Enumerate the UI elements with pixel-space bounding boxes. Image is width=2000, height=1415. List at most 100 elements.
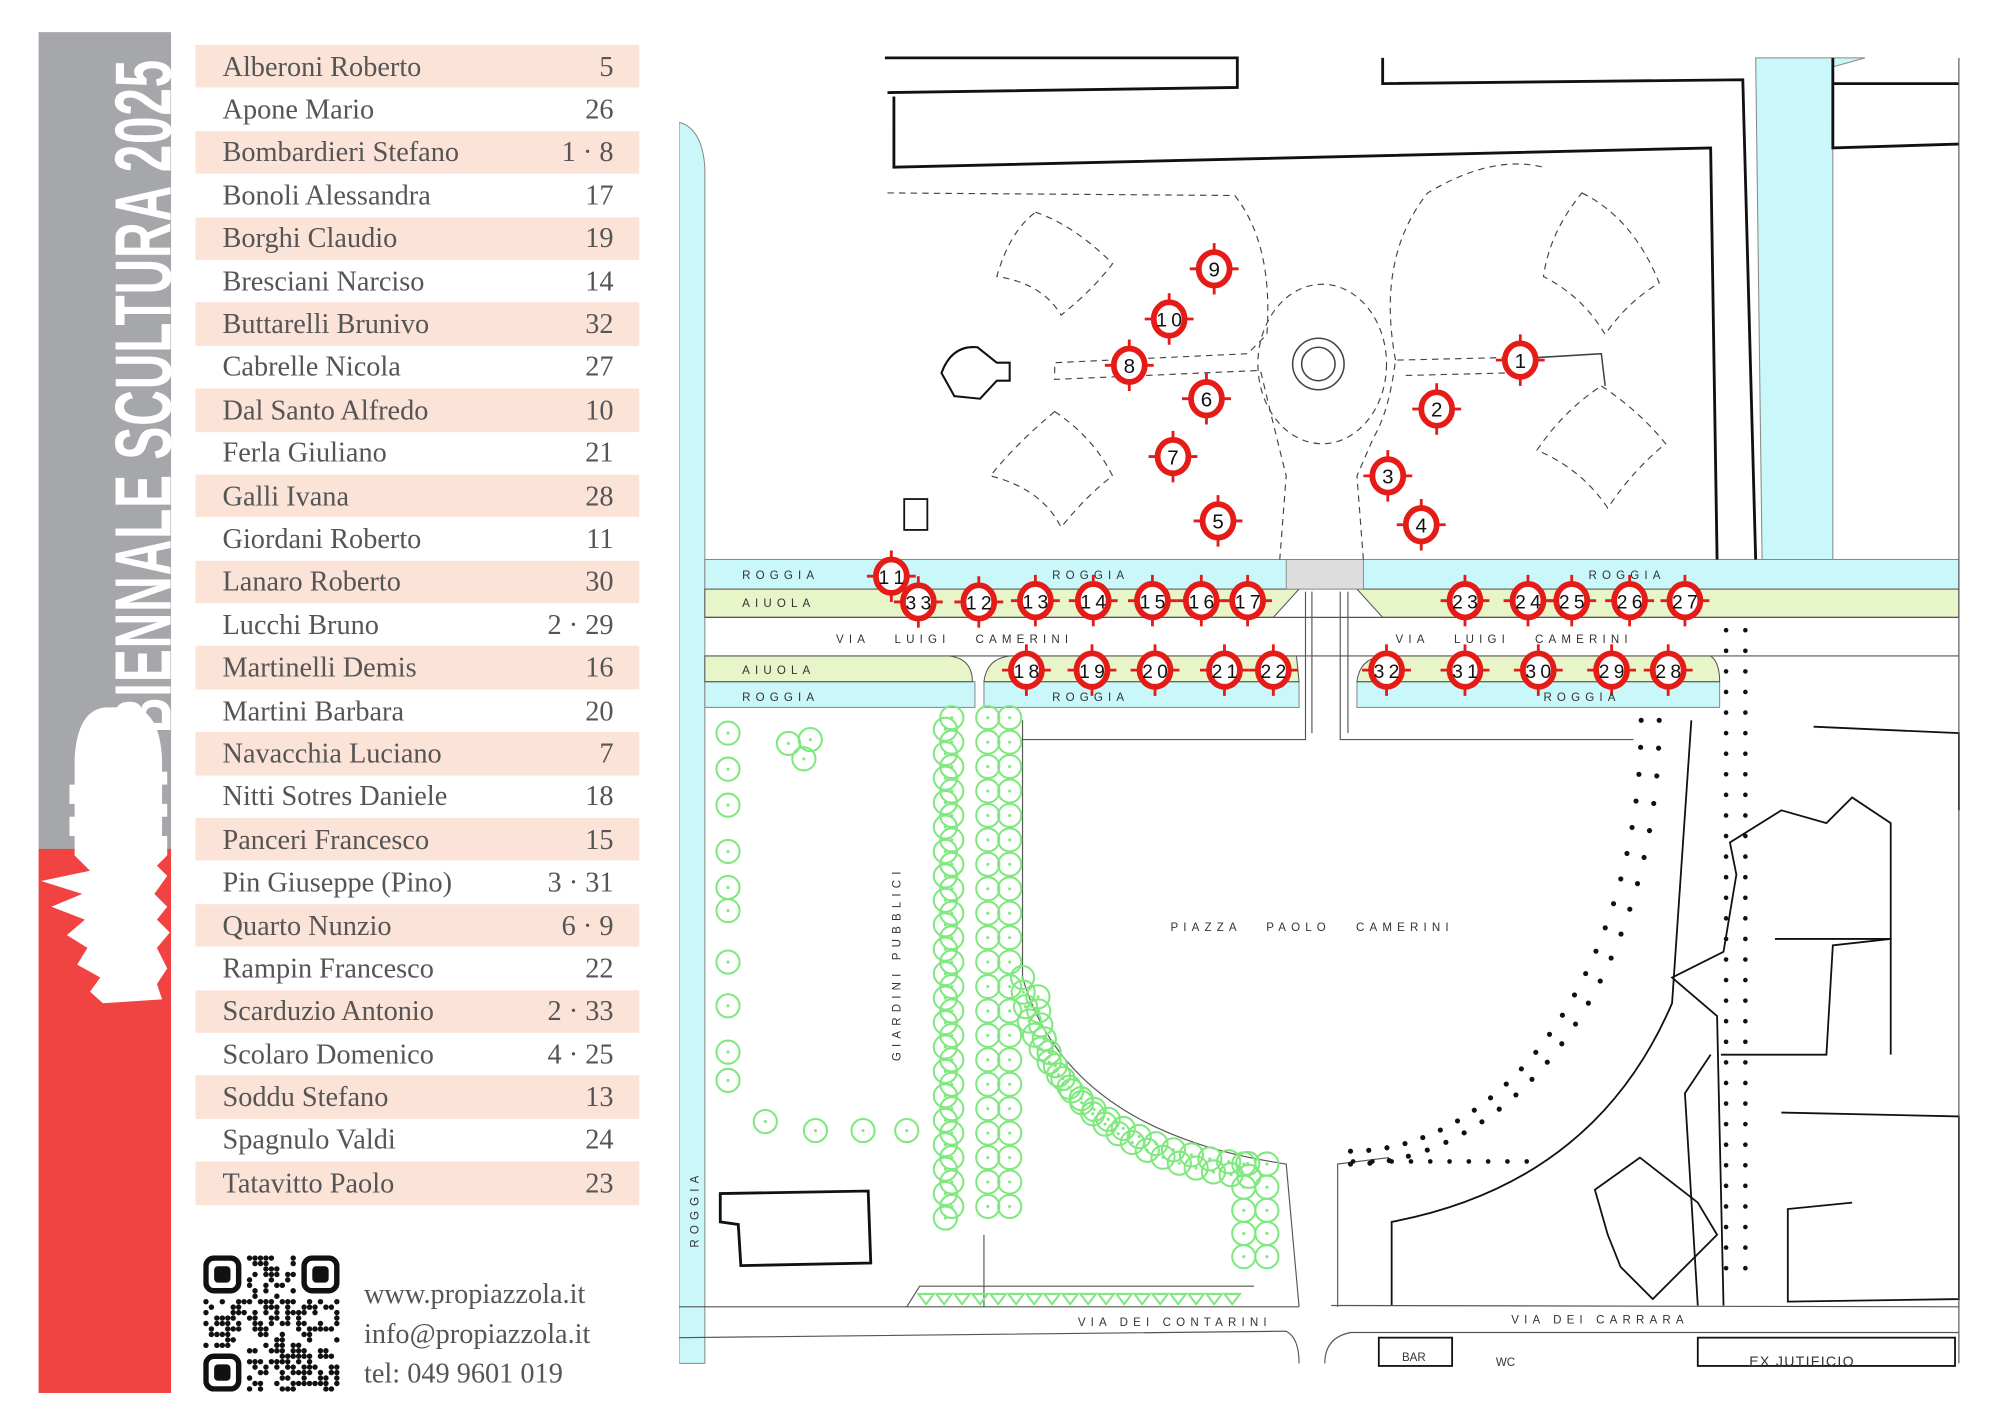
bollard — [1518, 1066, 1524, 1072]
tree-icon — [1028, 1036, 1054, 1062]
bollard — [1597, 978, 1603, 984]
artist-name: Buttarelli Brunivo — [222, 307, 430, 340]
sculpture-marker-9[interactable]: 9 — [1189, 243, 1239, 295]
sculpture-marker-3[interactable]: 3 — [1363, 450, 1413, 502]
sculpture-marker-31[interactable]: 31 — [1440, 644, 1490, 696]
artist-name: Apone Mario — [222, 92, 375, 125]
artist-row: Pin Giuseppe (Pino)3 · 31 — [196, 861, 640, 904]
sculpture-marker-21[interactable]: 21 — [1200, 644, 1249, 696]
title-band: BIENNALE SCULTURA 2025 — [38, 32, 172, 1393]
sculpture-marker-11[interactable]: 11 — [866, 550, 916, 602]
artist-marker-numbers: 21 — [585, 436, 614, 469]
label-via-luigi-camerini: VIA LUIGI CAMERINI — [836, 634, 1073, 646]
tree-icon — [997, 1144, 1023, 1171]
tree-icon — [850, 1117, 876, 1144]
tree-icon — [939, 925, 965, 951]
artist-name: Galli Ivana — [222, 479, 350, 512]
artist-name: Navacchia Luciano — [222, 736, 442, 770]
sculpture-marker-10[interactable]: 10 — [1144, 293, 1194, 345]
sculpture-marker-33[interactable]: 33 — [893, 576, 943, 628]
bollard — [1656, 745, 1662, 751]
sculpture-marker-23[interactable]: 23 — [1440, 574, 1490, 627]
artist-marker-numbers: 17 — [585, 178, 614, 211]
sculpture-marker-13[interactable]: 13 — [1010, 574, 1060, 627]
sculpture-marker-26[interactable]: 26 — [1605, 574, 1655, 627]
bollard — [1366, 1147, 1372, 1153]
bollard — [1638, 717, 1644, 723]
bollard — [1503, 1081, 1509, 1087]
bollard — [1533, 1049, 1539, 1055]
tree-icon — [939, 802, 965, 829]
marker-number: 8 — [1124, 355, 1135, 378]
phone-number: tel: 049 9601 019 — [363, 1356, 563, 1390]
tree-icon — [1216, 1149, 1242, 1175]
bollard — [1633, 798, 1639, 804]
tree-icon — [997, 1120, 1023, 1146]
tree-icon — [997, 1193, 1023, 1220]
tree-icon — [939, 1169, 965, 1195]
email-link[interactable]: info@propiazzola.it — [363, 1317, 591, 1350]
label-bar: BAR — [1402, 1352, 1426, 1364]
tree-icon — [932, 1107, 958, 1133]
artist-name: Lanaro Roberto — [222, 565, 401, 598]
website-link[interactable]: www.propiazzola.it — [363, 1277, 586, 1310]
sculpture-marker-2[interactable]: 2 — [1412, 383, 1462, 435]
marker-number: 2 — [1431, 399, 1442, 422]
bollard — [1627, 906, 1633, 912]
bollard — [1424, 1147, 1430, 1153]
tree-icon — [975, 827, 1001, 853]
tree-icon — [997, 729, 1023, 755]
sculpture-marker-15[interactable]: 15 — [1127, 574, 1177, 627]
sculpture-marker-18[interactable]: 18 — [1001, 644, 1051, 696]
sculpture-marker-12[interactable]: 12 — [954, 576, 1004, 628]
sculpture-marker-25[interactable]: 25 — [1547, 574, 1597, 627]
sculpture-marker-27[interactable]: 27 — [1660, 574, 1710, 627]
tree-icon — [939, 827, 965, 853]
artist-marker-numbers: 10 — [585, 393, 614, 426]
sculpture-marker-7[interactable]: 7 — [1148, 430, 1198, 483]
sculpture-marker-24[interactable]: 24 — [1503, 574, 1553, 627]
label-roggia: ROGGIA — [742, 692, 819, 704]
bollard — [1571, 992, 1578, 998]
sculpture-marker-17[interactable]: 17 — [1223, 574, 1273, 627]
tree-icon — [939, 998, 965, 1024]
water-canal-east — [1755, 57, 1866, 561]
tree-icon — [894, 1117, 920, 1144]
bollard — [1602, 925, 1608, 931]
label-wc: WC — [1496, 1357, 1515, 1367]
label-roggia: ROGGIA — [1543, 692, 1620, 704]
sculpture-marker-1[interactable]: 1 — [1495, 334, 1545, 386]
sculpture-marker-14[interactable]: 14 — [1068, 574, 1118, 627]
sculpture-marker-8[interactable]: 8 — [1104, 339, 1154, 392]
sculpture-marker-4[interactable]: 4 — [1396, 499, 1446, 551]
tree-icon — [932, 1009, 958, 1036]
artist-name: Martinelli Demis — [222, 651, 417, 684]
qr-code-icon[interactable] — [203, 1255, 340, 1392]
tree-icon — [715, 1039, 741, 1065]
hedge-icon — [1150, 1292, 1170, 1306]
tree-icon — [932, 1058, 958, 1085]
sculpture-marker-30[interactable]: 30 — [1513, 644, 1563, 696]
tree-icon — [975, 998, 1001, 1024]
sculpture-marker-20[interactable]: 20 — [1130, 644, 1180, 696]
tree-icon — [997, 1047, 1023, 1073]
sculpture-marker-19[interactable]: 19 — [1067, 644, 1117, 696]
bollard — [1629, 824, 1635, 830]
sculpture-marker-16[interactable]: 16 — [1176, 574, 1226, 627]
sculpture-marker-28[interactable]: 28 — [1643, 644, 1693, 696]
tree-icon — [975, 851, 1001, 877]
sculpture-marker-5[interactable]: 5 — [1193, 495, 1243, 547]
tree-icon — [939, 1193, 965, 1220]
sculpture-marker-22[interactable]: 22 — [1248, 644, 1298, 696]
sculpture-marker-29[interactable]: 29 — [1587, 644, 1637, 696]
artist-marker-numbers: 18 — [585, 779, 614, 813]
bollard — [1443, 1139, 1449, 1145]
sculpture-marker-32[interactable]: 32 — [1362, 644, 1411, 696]
artist-marker-numbers: 14 — [585, 264, 614, 297]
tree-icon — [997, 1071, 1023, 1097]
sculpture-marker-6[interactable]: 6 — [1182, 372, 1231, 425]
